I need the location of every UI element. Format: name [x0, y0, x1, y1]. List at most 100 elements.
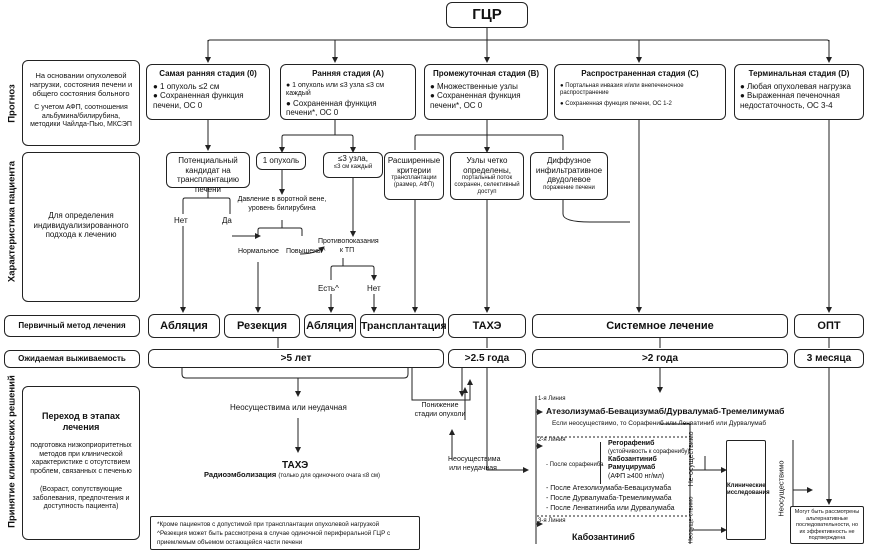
- survival-2-5y: >2.5 года: [448, 349, 526, 368]
- line-2-label: 2-я Линия: [538, 437, 566, 443]
- ramucirumab: Рамуцирумаб: [608, 464, 656, 471]
- primary-description: Первичный метод лечения: [4, 315, 140, 337]
- footnote-1: *Кроме пациентов с допустимой при трансп…: [157, 521, 380, 528]
- cabozantinib-3: Кабозантиниб: [572, 532, 635, 542]
- stage-very-early: Самая ранняя стадия (0) ● 1 опухоль ≤2 с…: [146, 64, 270, 120]
- line-1-label: 1-я Линия: [538, 396, 566, 402]
- label-elevated: Повышены^: [286, 248, 326, 255]
- three-nodes-sub: ≤3 см каждый: [333, 163, 373, 170]
- after-lenva: - После Ленватиниба или Дурвалумаба: [546, 505, 675, 512]
- survival-5y: >5 лет: [148, 349, 444, 368]
- prognosis-description: На основании опухолевой нагрузки, состоя…: [22, 60, 140, 146]
- extended-label: Расширенные критерии: [387, 156, 441, 175]
- stage-title: Терминальная стадия (D): [748, 69, 850, 78]
- not-feasible-vertical: Не-осуществимо: [687, 431, 695, 487]
- one-tumor-box: 1 опухоль: [256, 152, 306, 170]
- treatment-tace: ТАХЭ: [448, 314, 526, 338]
- clinical-text: подготовка низкоприоритетных методов при…: [30, 442, 132, 475]
- label-pressure: Давление в воротной вене, уровень билиру…: [237, 196, 327, 212]
- not-feasible-vert-right: Неосуществимо: [776, 460, 786, 517]
- treatment-ablation: Абляция: [148, 314, 220, 338]
- not-feasible-small-vertical: Неосуще-ствимо: [688, 496, 695, 544]
- tace-label: ТАХЭ: [282, 460, 309, 471]
- after-sorafenib: - После сорафениба: [546, 462, 604, 468]
- stage-intermediate: Промежуточная стадия (B) ● Множественные…: [424, 64, 548, 120]
- label-exists: Есть^: [318, 284, 339, 293]
- radioembo-text: Радиоэмболизация: [204, 470, 277, 479]
- extended-criteria-box: Расширенные критерии трансплантации (раз…: [384, 152, 444, 200]
- label-normal: Нормальное: [238, 248, 279, 255]
- stage-line: ● Множественные узлы: [430, 81, 518, 91]
- line-1-drug: Атезолизумаб-Бевацизумаб/Дурвалумаб-Трем…: [546, 406, 785, 416]
- stage-line: ● Сохраненная функция печени, ОС 0: [153, 91, 244, 110]
- label-no: Нет: [174, 216, 188, 225]
- opt-note-box: Могут быть рассмотрены альтернативные по…: [790, 506, 864, 544]
- diffuse-label: Диффузное инфильтративное двудолевое: [535, 156, 603, 184]
- survival-3m: 3 месяца: [794, 349, 864, 368]
- stage-title: Распространенная стадия (C): [581, 69, 699, 78]
- clinical-description: Переход в этапах лечения подготовка низк…: [22, 386, 140, 540]
- afp-note: (АФП ≥400 нг/мл): [608, 472, 665, 480]
- label-yes: Да: [222, 216, 232, 225]
- prognosis-text: На основании опухолевой нагрузки, состоя…: [29, 71, 133, 98]
- unfeasible-2-label: Неосуществима или неудачная: [448, 456, 501, 472]
- treatment-transplant: Трансплантация: [360, 314, 447, 338]
- stage-line: ● Портальная инвазия и/или внепеченочное…: [560, 82, 684, 96]
- treatment-resection: Резекция: [224, 314, 300, 338]
- diffuse-box: Диффузное инфильтративное двудолевое пор…: [530, 152, 608, 200]
- stage-advanced: Распространенная стадия (C) ● Портальная…: [554, 64, 726, 120]
- stage-early: Ранняя стадия (A) ● 1 опухоль или ≤3 узл…: [280, 64, 416, 120]
- regorafenib-sub: (устойчивость к сорафенибу): [608, 448, 690, 455]
- label-no-2: Нет: [367, 284, 381, 293]
- unfeasible-label: Неосуществима или неудачная: [230, 403, 347, 412]
- line-1-alt: Если неосуществимо, то Сорафениб или Лен…: [552, 420, 767, 427]
- cabozantinib: Кабозантиниб: [608, 455, 657, 463]
- stage-line: ● Сохраненная функция печени*, ОС 0: [286, 98, 377, 118]
- row-label-clinical: Принятие клинических решений: [6, 375, 18, 528]
- survival-2y: >2 года: [532, 349, 788, 368]
- after-durva: - После Дурвалумаба-Тремелимумаба: [546, 495, 672, 502]
- stage-terminal: Терминальная стадия (D) ● Любая опухолев…: [734, 64, 864, 120]
- diffuse-sub: поражение печени: [543, 184, 595, 191]
- clinical-trials-box: Клинические исследования: [726, 440, 770, 540]
- transplant-candidate-box: Потенциальный кандидат на трансплантацию…: [166, 152, 250, 194]
- line-3-label: 3-я Линия: [538, 518, 566, 524]
- stage-line: ● Выраженная печеночная недостаточность,…: [740, 91, 840, 110]
- stage-line: ● Сохраненная функция печени, ОС 1-2: [560, 100, 672, 107]
- stage-line: ● 1 опухоль ≤2 см: [153, 81, 220, 91]
- well-defined-box: Узлы четко определены, портальный поток …: [450, 152, 524, 200]
- radioembo-note: (только для одиночного очага ≤8 см): [278, 473, 381, 479]
- stage-line: ● Любая опухолевая нагрузка: [740, 81, 851, 91]
- row-label-patient: Характеристика пациента: [6, 160, 18, 283]
- clinical-note: (Возраст, сопутствующие заболевания, пре…: [32, 486, 130, 510]
- row-label-prognosis: Прогноз: [6, 84, 18, 123]
- prognosis-note: С учетом АФП, соотношения альбумина/били…: [30, 104, 132, 128]
- treatment-systemic: Системное лечение: [532, 314, 788, 338]
- footnote-2: ^Резекция может быть рассмотрена в случа…: [157, 530, 391, 546]
- patient-text: Для определения индивидуализированного п…: [33, 211, 129, 239]
- three-nodes-box: ≤3 узла, ≤3 см каждый: [323, 152, 383, 178]
- extended-sub: трансплантации (размер, АФП): [391, 175, 437, 188]
- after-atezo: - После Атезолизумаба-Бевацизумаба: [546, 485, 672, 492]
- stage-title: Промежуточная стадия (B): [432, 69, 540, 78]
- downstaging-label: Понижение стадии опухоли: [414, 402, 466, 418]
- well-defined-sub: портальный поток сохранен, селективный д…: [454, 175, 520, 195]
- patient-description: Для определения индивидуализированного п…: [22, 152, 140, 302]
- regorafenib: Регорафениб: [608, 440, 655, 447]
- treatment-bsc: ОПТ: [794, 314, 864, 338]
- stage-line: ● Сохраненная функция печени*, ОС 0: [430, 91, 521, 110]
- radioembolization-label: Радиоэмболизация (только для одиночного …: [204, 470, 380, 480]
- footnotes-box: *Кроме пациентов с допустимой при трансп…: [150, 516, 420, 550]
- well-defined-label: Узлы четко определены,: [463, 156, 511, 175]
- stage-title: Самая ранняя стадия (0): [159, 69, 257, 78]
- clinical-title: Переход в этапах лечения: [42, 411, 120, 432]
- treatment-ablation-2: Абляция: [304, 314, 356, 338]
- survival-description: Ожидаемая выживаемость: [4, 350, 140, 368]
- three-nodes-label: ≤3 узла,: [338, 154, 368, 163]
- stage-line: ● 1 опухоль или ≤3 узла ≤3 см каждый: [286, 81, 385, 98]
- label-contraindications: Противопоказания к ТП: [318, 238, 379, 254]
- sorafenib-bracket: [600, 442, 605, 484]
- page-title: ГЦР: [446, 2, 528, 28]
- second-line-drugs: Регорафениб (устойчивость к сорафенибу) …: [608, 440, 689, 481]
- stage-title: Ранняя стадия (A): [312, 69, 384, 78]
